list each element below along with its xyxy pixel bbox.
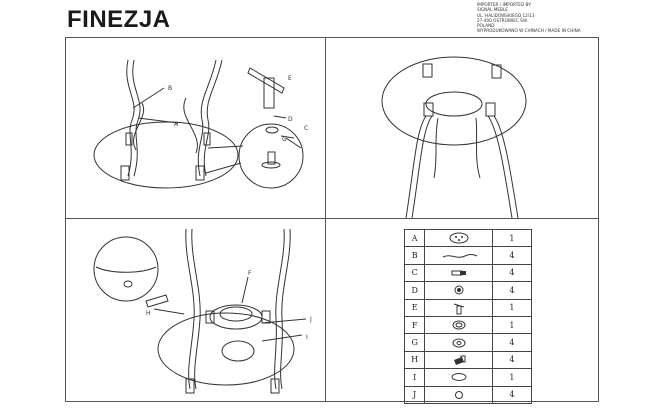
- part-qty: 1: [491, 298, 533, 317]
- part-code: F: [403, 315, 426, 335]
- part-code: B: [403, 246, 426, 265]
- round-plate-icon: [424, 228, 493, 248]
- step1-diagram: B A E D G C: [93, 59, 308, 189]
- leg-drawing: [203, 59, 223, 177]
- suction-pad-icon: [424, 385, 493, 405]
- importer-line: 27-400 OSTROWIEC ŚW.: [477, 17, 528, 23]
- glass-top-drawing: [157, 312, 295, 386]
- table-row: D 4: [403, 281, 533, 300]
- allen-key-drawing: [263, 77, 275, 109]
- assembled-table-diagram: [381, 56, 527, 218]
- bolt-cap-icon: [424, 263, 493, 283]
- table-row: G 4: [403, 333, 533, 352]
- importer-info: IMPORTER / IMPORTED BY: SIGNAL MEBLE UL.…: [477, 2, 667, 34]
- glass-top-icon: [424, 368, 493, 387]
- table-row: H 4: [403, 350, 533, 370]
- part-code: J: [403, 385, 426, 405]
- part-code: A: [403, 228, 426, 248]
- label-i: I: [306, 334, 308, 341]
- part-code: C: [403, 263, 426, 283]
- label-e: E: [288, 75, 292, 82]
- detail-circle: [93, 236, 159, 302]
- part-qty: 4: [491, 246, 533, 265]
- detail-circle: [238, 123, 304, 189]
- importer-line: WYPRODUKOWANO W CHINACH / MADE IN CHINA: [477, 28, 581, 34]
- table-row: J 4: [403, 385, 533, 405]
- importer-line: IMPORTER / IMPORTED BY:: [477, 2, 532, 7]
- part-code: I: [403, 368, 426, 387]
- table-row: C 4: [403, 263, 533, 283]
- frame-divider-horizontal: [65, 218, 599, 219]
- glass-top-drawing: [381, 56, 527, 146]
- nut-icon: [424, 281, 493, 300]
- screw-icon: [424, 350, 493, 370]
- part-qty: 4: [491, 385, 533, 405]
- label-c: C: [304, 125, 308, 132]
- importer-line: POLAND: [477, 23, 495, 29]
- part-code: G: [403, 333, 426, 352]
- label-h: H: [146, 310, 151, 317]
- leg-drawing: [126, 59, 135, 177]
- part-qty: 4: [491, 333, 533, 352]
- base-plate-drawing: [93, 121, 239, 189]
- part-qty: 4: [491, 263, 533, 283]
- label-a: A: [174, 121, 179, 128]
- part-code: D: [403, 281, 426, 300]
- parts-list-table: A 1 B 4 C 4 D 4 E 1 F 1 G 4 H 4 I 1: [403, 228, 533, 405]
- product-title: FINEZJA: [67, 6, 171, 33]
- curved-leg-icon: [424, 246, 493, 265]
- table-row: F 1: [403, 315, 533, 335]
- label-j: J: [309, 316, 312, 323]
- part-qty: 1: [491, 315, 533, 335]
- step3-diagram: F H J I: [93, 228, 312, 394]
- label-f: F: [248, 270, 252, 277]
- frame-divider-vertical: [325, 37, 326, 402]
- leg-drawing: [183, 97, 198, 154]
- importer-line: UL. HALIDOWSKIEGO 12/13: [477, 12, 535, 18]
- allen-key-icon: [424, 298, 493, 317]
- table-row: I 1: [403, 368, 533, 387]
- part-qty: 1: [491, 228, 533, 248]
- part-qty: 4: [491, 350, 533, 370]
- label-g: G: [282, 136, 287, 143]
- importer-line: SIGNAL MEBLE: [477, 7, 508, 13]
- part-qty: 1: [491, 368, 533, 387]
- washer-icon: [424, 333, 493, 352]
- ring-icon: [424, 315, 493, 335]
- table-row: B 4: [403, 246, 533, 265]
- label-b: B: [168, 85, 172, 92]
- leg-drawing: [133, 102, 145, 151]
- table-row: A 1: [403, 228, 533, 248]
- label-d: D: [288, 116, 293, 123]
- part-code: H: [403, 350, 426, 370]
- table-row: E 1: [403, 298, 533, 317]
- screw-drawing: [145, 294, 169, 308]
- instruction-frame: [65, 37, 599, 402]
- leg-drawing: [197, 59, 217, 177]
- part-qty: 4: [491, 281, 533, 300]
- part-code: E: [403, 298, 426, 317]
- leg-drawing: [132, 59, 141, 177]
